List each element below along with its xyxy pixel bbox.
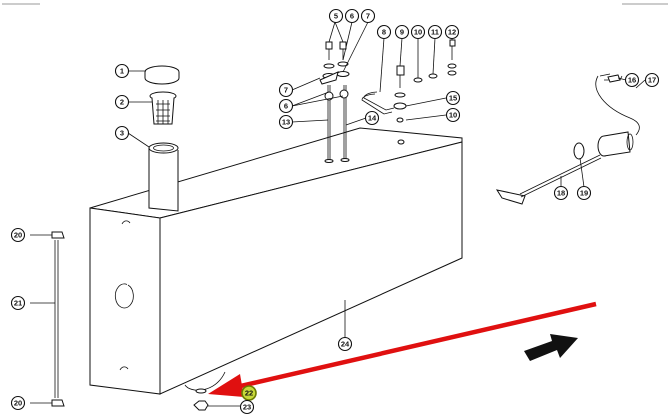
svg-text:2: 2 (120, 98, 124, 107)
leader-lines (30, 21, 646, 407)
part-callout-12: 12 (444, 24, 460, 40)
svg-text:14: 14 (368, 114, 377, 123)
svg-text:17: 17 (648, 76, 656, 85)
red-indicator-arrow (208, 301, 597, 397)
svg-text:15: 15 (449, 94, 457, 103)
filler-neck (148, 142, 179, 212)
part-callout-6-top: 6 (344, 8, 360, 24)
svg-text:22: 22 (245, 389, 253, 398)
part-callout-1: 1 (114, 63, 130, 79)
svg-text:7: 7 (366, 12, 370, 21)
svg-text:19: 19 (580, 189, 588, 198)
part-callout-16: 16 (624, 72, 640, 88)
svg-text:24: 24 (341, 340, 350, 349)
part-callout-6: 6 (278, 98, 294, 114)
part-callout-21: 21 (10, 295, 26, 311)
part-callout-3: 3 (114, 125, 130, 141)
fuel-gauge-sender (495, 131, 634, 205)
svg-text:11: 11 (431, 28, 439, 37)
part-callout-9: 9 (394, 24, 410, 40)
svg-text:1: 1 (120, 67, 124, 76)
svg-text:10: 10 (449, 111, 457, 120)
part-callout-14: 14 (364, 110, 380, 126)
svg-text:9: 9 (400, 28, 404, 37)
part-callout-13: 13 (278, 114, 294, 130)
svg-text:10: 10 (414, 28, 422, 37)
part-callout-23: 23 (239, 399, 255, 415)
part-callout-15: 15 (445, 90, 461, 106)
sender-wire (595, 73, 640, 136)
part-callout-7: 7 (278, 82, 294, 98)
fuel-tank (89, 127, 463, 395)
part-callout-10: 10 (445, 107, 461, 123)
part-callout-11: 11 (427, 24, 443, 40)
mounting-bolts (319, 41, 350, 163)
part-callout-24: 24 (337, 336, 353, 352)
svg-text:7: 7 (284, 86, 288, 95)
part-callout-7-top: 7 (360, 8, 376, 24)
part-callout-10-top: 10 (410, 24, 426, 40)
svg-text:21: 21 (14, 299, 22, 308)
svg-text:13: 13 (282, 118, 290, 127)
svg-text:3: 3 (120, 129, 124, 138)
part-callout-19: 19 (576, 185, 592, 201)
part-callout-20-top: 20 (10, 227, 26, 243)
svg-text:12: 12 (448, 28, 456, 37)
part-callout-18: 18 (553, 185, 569, 201)
sender-hardware (361, 39, 457, 145)
svg-text:18: 18 (557, 189, 565, 198)
drain-plug (193, 388, 209, 411)
part-callout-22-highlighted: 22 (241, 385, 257, 401)
filler-strainer (149, 91, 177, 125)
svg-text:5: 5 (334, 12, 338, 21)
part-callout-20-bottom: 20 (10, 395, 26, 411)
filler-cap (144, 65, 180, 85)
part-callout-8: 8 (376, 24, 392, 40)
svg-text:8: 8 (382, 28, 386, 37)
svg-text:23: 23 (243, 403, 251, 412)
part-callout-17: 17 (644, 72, 660, 88)
tank-strap (51, 231, 65, 407)
svg-text:6: 6 (350, 12, 354, 21)
svg-text:20: 20 (14, 231, 22, 240)
part-callout-5: 5 (328, 8, 344, 24)
direction-arrow (524, 334, 578, 361)
svg-text:16: 16 (628, 76, 636, 85)
part-callout-2: 2 (114, 94, 130, 110)
svg-text:20: 20 (14, 399, 22, 408)
svg-text:6: 6 (284, 102, 288, 111)
